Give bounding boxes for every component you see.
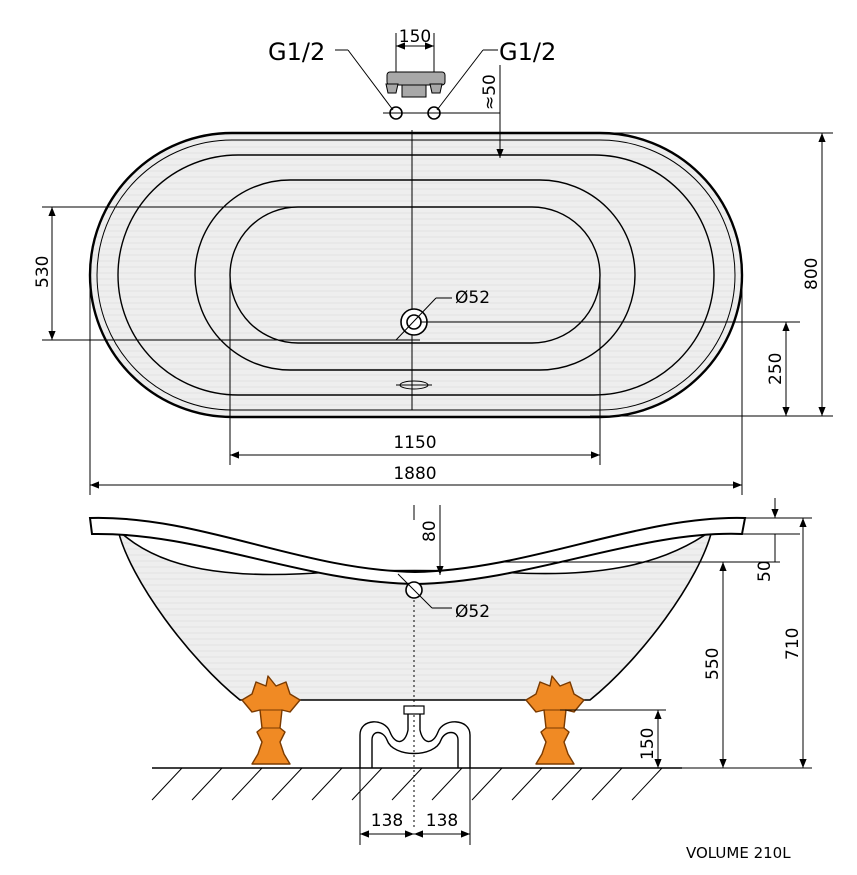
tub-step-2 bbox=[194, 179, 636, 371]
side-view: Ø52 80 bbox=[88, 498, 812, 845]
inner-length-label: 1150 bbox=[393, 433, 436, 453]
rim-thickness-label: 50 bbox=[755, 560, 775, 582]
drain-diameter-label: Ø52 bbox=[455, 288, 490, 308]
tub-outline-top bbox=[88, 131, 744, 419]
top-view: Ø52 150 G1/2 G1/2 ≈50 bbox=[33, 27, 833, 495]
overflow-height-label: 550 bbox=[703, 648, 723, 680]
overflow-side-icon bbox=[397, 573, 452, 609]
foot-height-label: 150 bbox=[638, 728, 658, 760]
tub-step-1 bbox=[117, 154, 715, 396]
inner-width-label: 530 bbox=[33, 256, 53, 288]
foot-left-icon bbox=[241, 675, 301, 765]
outer-width-label: 800 bbox=[802, 258, 822, 290]
tap-height-label: ≈50 bbox=[480, 74, 500, 110]
foot-right-icon bbox=[525, 675, 585, 765]
volume-label: VOLUME 210L bbox=[686, 844, 791, 862]
drain-offset-label: 250 bbox=[766, 353, 786, 385]
connection-right-label: G1/2 bbox=[499, 38, 556, 66]
connection-left-label: G1/2 bbox=[268, 38, 325, 66]
waste-pipe-icon bbox=[359, 705, 471, 768]
total-height-label: 710 bbox=[783, 628, 803, 660]
tub-body-side bbox=[116, 527, 714, 701]
rim-dip-label: 80 bbox=[420, 520, 440, 542]
overflow-icon bbox=[396, 380, 432, 390]
waste-right-label: 138 bbox=[426, 811, 458, 831]
outer-length-label: 1880 bbox=[393, 464, 436, 484]
waste-left-label: 138 bbox=[371, 811, 403, 831]
floor-hatch bbox=[151, 767, 663, 801]
overflow-diameter-label: Ø52 bbox=[455, 602, 490, 622]
tub-rim-inner bbox=[96, 139, 736, 411]
tap-spacing-label: 150 bbox=[399, 27, 431, 47]
